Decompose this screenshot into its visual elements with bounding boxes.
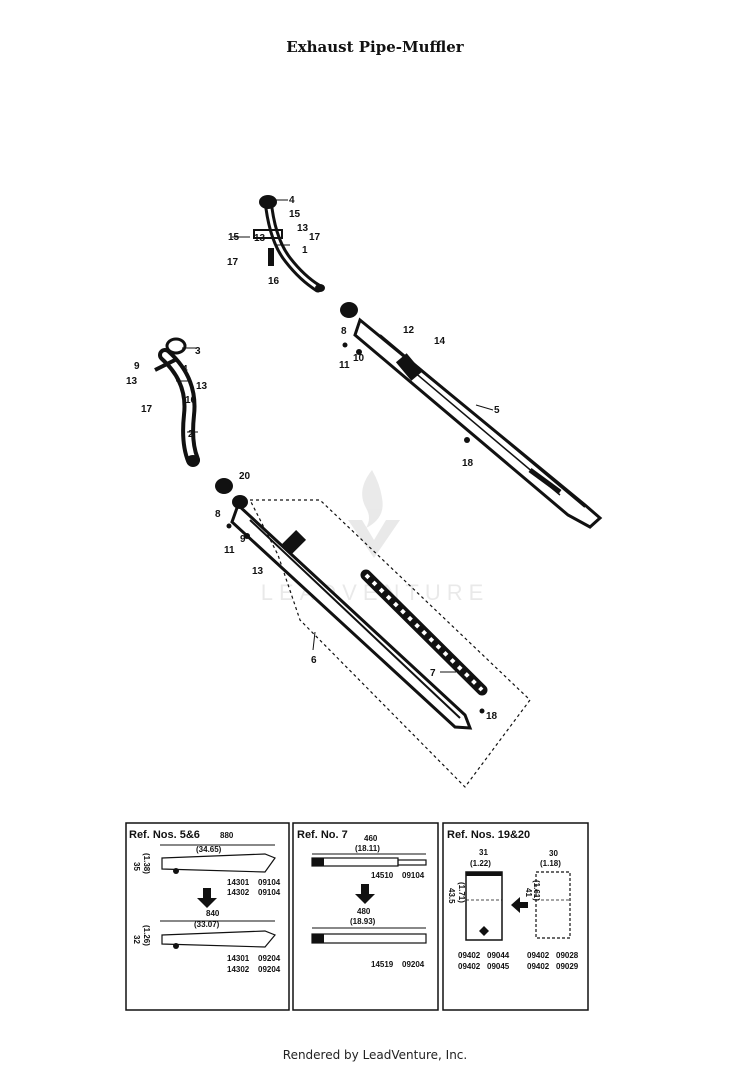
callout-11: 11 <box>339 360 350 371</box>
baffle-tube-7 <box>360 569 488 696</box>
svg-text:840: 840 <box>206 909 220 918</box>
svg-text:09044: 09044 <box>487 951 510 960</box>
callouts: 4 15 13 17 1 15 13 17 16 3 9 4 13 13 16 … <box>126 195 500 722</box>
svg-text:32: 32 <box>132 935 141 944</box>
svg-text:14302: 14302 <box>227 965 250 974</box>
svg-text:14301: 14301 <box>227 954 250 963</box>
callout-17: 17 <box>227 257 239 268</box>
callout-8: 8 <box>215 509 221 520</box>
arrow-down-icon <box>197 888 217 908</box>
callout-15: 15 <box>228 232 240 243</box>
callout-16: 16 <box>185 395 197 406</box>
svg-text:14301: 14301 <box>227 878 250 887</box>
svg-text:09402: 09402 <box>458 951 481 960</box>
svg-text:30: 30 <box>549 849 558 858</box>
muffler-5 <box>340 302 603 529</box>
callout-13: 13 <box>297 223 309 234</box>
svg-text:(1.71): (1.71) <box>457 882 466 903</box>
callout-7: 7 <box>430 668 436 679</box>
svg-text:(1.26): (1.26) <box>142 925 151 946</box>
panel-header: Ref. No. 7 <box>297 829 348 841</box>
svg-text:43.5: 43.5 <box>447 888 456 904</box>
callout-17: 17 <box>309 232 321 243</box>
svg-text:31: 31 <box>479 848 488 857</box>
callout-2: 2 <box>188 429 194 440</box>
muffler-6 <box>215 478 473 730</box>
callout-14: 14 <box>434 336 446 347</box>
svg-text:880: 880 <box>220 831 234 840</box>
footer-credit: Rendered by LeadVenture, Inc. <box>282 1048 468 1062</box>
svg-text:(1.38): (1.38) <box>142 853 151 874</box>
svg-text:(1.22): (1.22) <box>470 859 491 868</box>
svg-text:09204: 09204 <box>258 965 281 974</box>
svg-text:(18.11): (18.11) <box>355 844 380 853</box>
callout-6: 6 <box>311 655 317 666</box>
ref-panel-19-20: Ref. Nos. 19&20 31 (1.22) 30 (1.18) 43.5… <box>442 822 589 1011</box>
callout-4: 4 <box>182 364 188 375</box>
svg-text:09104: 09104 <box>258 888 281 897</box>
svg-text:09029: 09029 <box>556 962 579 971</box>
svg-text:460: 460 <box>364 834 378 843</box>
svg-text:(34.65): (34.65) <box>196 845 222 854</box>
leader-lines <box>176 199 494 673</box>
svg-text:14510: 14510 <box>371 871 394 880</box>
svg-text:09104: 09104 <box>402 871 425 880</box>
callout-10: 10 <box>353 353 365 364</box>
callout-9: 9 <box>134 361 140 372</box>
callout-1: 1 <box>302 245 308 256</box>
callout-3: 3 <box>195 346 201 357</box>
callout-20: 20 <box>239 471 251 482</box>
callout-18: 18 <box>462 458 474 469</box>
svg-text:09402: 09402 <box>527 951 550 960</box>
svg-text:09104: 09104 <box>258 878 281 887</box>
svg-text:09204: 09204 <box>402 960 425 969</box>
svg-text:09028: 09028 <box>556 951 579 960</box>
callout-13: 13 <box>252 566 264 577</box>
svg-text:(1.61): (1.61) <box>532 880 541 901</box>
panel-header: Ref. Nos. 5&6 <box>129 829 200 841</box>
page-title: Exhaust Pipe-Muffler <box>286 38 464 56</box>
svg-text:35: 35 <box>132 862 141 871</box>
svg-text:41: 41 <box>524 888 533 897</box>
svg-text:(33.07): (33.07) <box>194 920 220 929</box>
svg-text:480: 480 <box>357 907 371 916</box>
callout-16: 16 <box>268 276 280 287</box>
svg-text:09204: 09204 <box>258 954 281 963</box>
callout-9: 9 <box>240 534 246 545</box>
svg-text:09402: 09402 <box>458 962 481 971</box>
panel-header: Ref. Nos. 19&20 <box>447 829 530 841</box>
callout-11: 11 <box>224 545 235 556</box>
arrow-down-icon <box>355 884 375 904</box>
callout-15: 15 <box>289 209 301 220</box>
dotted-outline <box>249 499 531 788</box>
svg-text:14302: 14302 <box>227 888 250 897</box>
exhaust-pipe-2 <box>154 337 200 467</box>
ref-panel-7: Ref. No. 7 460 (18.11) 14510 09104 480 (… <box>292 822 439 1011</box>
svg-text:14519: 14519 <box>371 960 394 969</box>
callout-13: 13 <box>196 381 208 392</box>
callout-12: 12 <box>403 325 415 336</box>
callout-17: 17 <box>141 404 153 415</box>
svg-text:09045: 09045 <box>487 962 510 971</box>
callout-18: 18 <box>486 711 498 722</box>
callout-13: 13 <box>126 376 138 387</box>
callout-8: 8 <box>341 326 347 337</box>
callout-5: 5 <box>494 405 500 416</box>
svg-text:09402: 09402 <box>527 962 550 971</box>
ref-panel-5-6: Ref. Nos. 5&6 880 (34.65) 35 (1.38) 1430… <box>125 822 290 1011</box>
callout-13: 13 <box>254 233 266 244</box>
arrow-left-icon <box>511 897 528 913</box>
fasteners <box>226 342 485 714</box>
callout-4: 4 <box>289 195 295 206</box>
svg-text:(18.93): (18.93) <box>350 917 376 926</box>
exhaust-pipe-1 <box>253 195 325 293</box>
svg-text:(1.18): (1.18) <box>540 859 561 868</box>
